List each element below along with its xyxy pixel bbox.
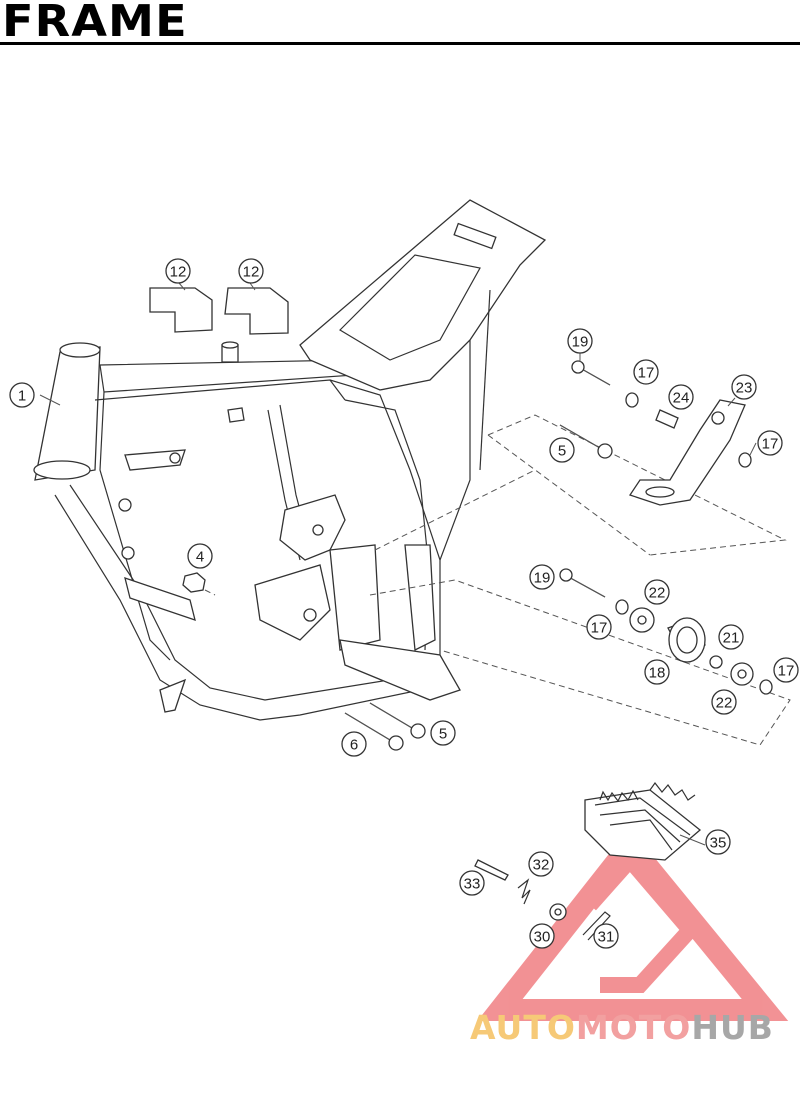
pad-part-12a: [149, 287, 213, 333]
callout-label: 1: [18, 388, 26, 405]
frame-body: [33, 199, 547, 721]
callout-label: 35: [710, 835, 727, 852]
bolt-part-6: [344, 712, 404, 751]
nut-part-4: [182, 572, 216, 596]
callout-circle: [529, 564, 555, 590]
callout-c17c: 17: [586, 614, 612, 640]
callout-label: 5: [558, 443, 566, 460]
callout-label: 31: [598, 929, 615, 946]
callout-circle: [529, 923, 555, 949]
callout-label: 17: [778, 663, 795, 680]
callout-circle: [644, 579, 670, 605]
callout-circle: [718, 624, 744, 650]
callout-label: 19: [572, 334, 589, 351]
callout-circle: [238, 258, 264, 284]
callout-c35: 35: [705, 829, 731, 855]
watermark-text: AUTOMOTOHUB: [470, 1008, 774, 1047]
callout-circle: [644, 659, 670, 685]
callout-circle: [593, 923, 619, 949]
callout-label: 17: [591, 620, 608, 637]
callout-label: 21: [723, 630, 740, 647]
callout-label: 32: [533, 857, 550, 874]
pivot-lower-group: [369, 568, 791, 746]
callout-circle: [187, 543, 213, 569]
page-title: FRAME: [2, 0, 188, 47]
callout-c18: 18: [644, 659, 670, 685]
callout-c23: 23: [731, 374, 757, 400]
callout-label: 22: [716, 695, 733, 712]
watermark-logo-icon: [477, 827, 789, 1021]
callout-label: 4: [196, 549, 204, 566]
callout-circle: [528, 851, 554, 877]
callout-c33: 33: [459, 870, 485, 896]
callout-c30: 30: [529, 923, 555, 949]
callout-circle: [567, 328, 593, 354]
callout-layer: 1 4 5 5 6 12 12 17 17 17 17 18 19 19 21 22 22 23 24 30 31 32 3…: [9, 258, 799, 949]
callout-label: 12: [243, 264, 260, 281]
callout-circle: [633, 359, 659, 385]
callout-c21: 21: [718, 624, 744, 650]
callout-c5a: 5: [549, 437, 575, 463]
callout-label: 18: [649, 665, 666, 682]
callout-c22b: 22: [711, 689, 737, 715]
callout-label: 33: [464, 876, 481, 893]
callout-c5b: 5: [430, 720, 456, 746]
callout-circle: [757, 430, 783, 456]
callout-circle: [711, 689, 737, 715]
callout-label: 23: [736, 380, 753, 397]
callout-label: 17: [762, 436, 779, 453]
callout-c24: 24: [668, 384, 694, 410]
callout-c17b: 17: [757, 430, 783, 456]
callout-circle: [773, 657, 799, 683]
callout-c19b: 19: [529, 564, 555, 590]
callout-label: 12: [170, 264, 187, 281]
callout-c12a: 12: [165, 258, 191, 284]
callout-circle: [341, 731, 367, 757]
callout-circle: [731, 374, 757, 400]
callout-circle: [586, 614, 612, 640]
callout-c12b: 12: [238, 258, 264, 284]
kickstand-upper-group: [374, 360, 787, 556]
callout-label: 6: [350, 737, 358, 754]
callout-circle: [430, 720, 456, 746]
callout-circle: [9, 382, 35, 408]
callout-label: 22: [649, 585, 666, 602]
watermark-part-3: HUB: [691, 1008, 774, 1047]
callout-circle: [668, 384, 694, 410]
callout-label: 24: [673, 390, 690, 407]
footpeg-group: [474, 781, 702, 941]
callout-label: 17: [638, 365, 655, 382]
callout-c22a: 22: [644, 579, 670, 605]
callout-c17a: 17: [633, 359, 659, 385]
callout-c19a: 19: [567, 328, 593, 354]
pad-part-12b: [224, 287, 289, 335]
callout-label: 30: [534, 929, 551, 946]
title-rule: [0, 42, 800, 45]
callout-circle: [705, 829, 731, 855]
callout-circle: [459, 870, 485, 896]
watermark-part-1: AUTO: [470, 1008, 576, 1047]
callout-circle: [165, 258, 191, 284]
bolt-part-5-lower: [369, 702, 426, 739]
callout-c6: 6: [341, 731, 367, 757]
callout-circle: [549, 437, 575, 463]
watermark-part-2: MOTO: [575, 1008, 692, 1047]
callout-c4: 4: [187, 543, 213, 569]
callout-c17d: 17: [773, 657, 799, 683]
leader-lines: [39, 282, 757, 846]
callout-c31: 31: [593, 923, 619, 949]
callout-c32: 32: [528, 851, 554, 877]
callout-label: 5: [439, 726, 447, 743]
callout-label: 19: [534, 570, 551, 587]
callout-c1: 1: [9, 382, 35, 408]
